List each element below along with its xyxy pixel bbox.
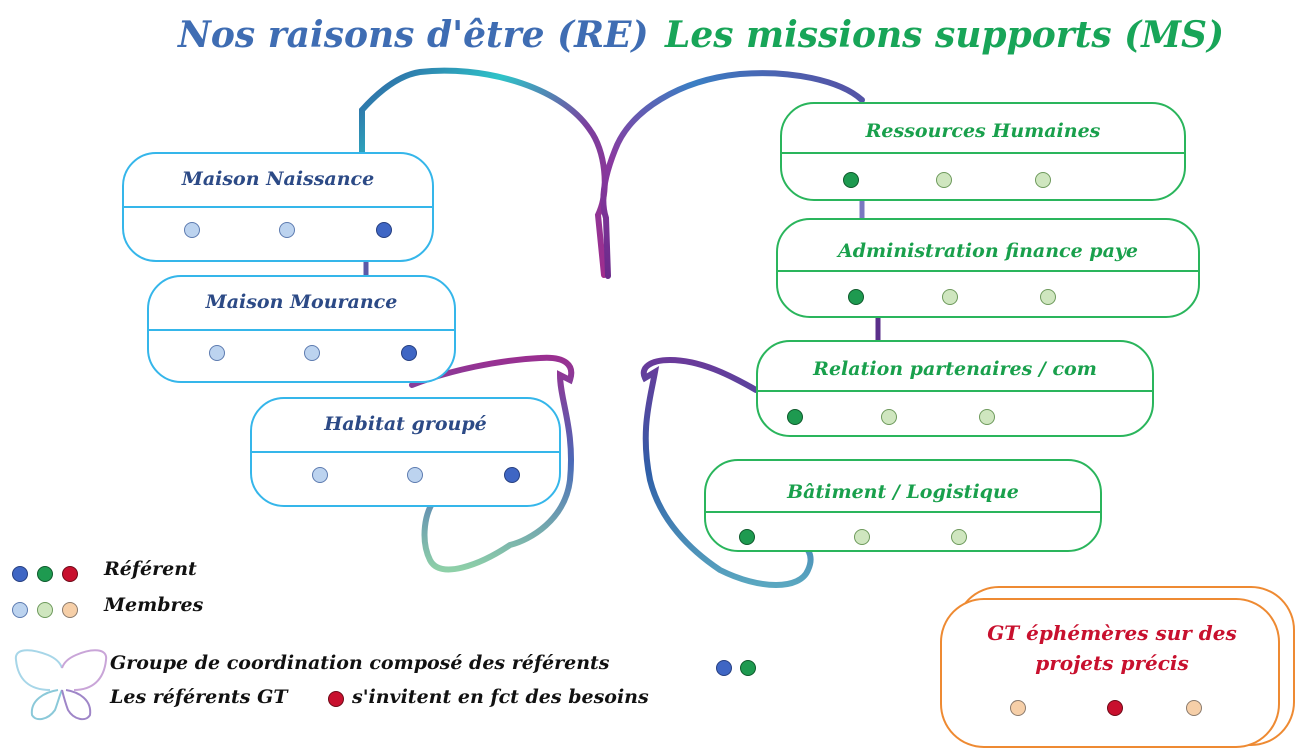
member-dot	[1035, 172, 1051, 188]
referent-dot	[401, 345, 417, 361]
referent-dot	[739, 529, 755, 545]
legend-referent-green-dot	[37, 566, 53, 582]
box-separator	[706, 511, 1100, 513]
box-label: Administration finance paye	[837, 240, 1139, 262]
legend-referent-red-dot	[62, 566, 78, 582]
box-relation-partenaires-com: Relation partenaires / com	[756, 340, 1154, 437]
box-separator	[782, 152, 1184, 154]
member-dot	[184, 222, 200, 238]
butterfly-wings-icon	[14, 67, 881, 721]
box-administration-finance-paye: Administration finance paye	[776, 218, 1200, 318]
member-dot	[854, 529, 870, 545]
box-maison-naissance: Maison Naissance	[122, 152, 434, 262]
referent-dot	[843, 172, 859, 188]
member-dot	[407, 467, 423, 483]
legend-gt-red-dot	[328, 691, 344, 707]
legend-coordination-green-dot	[740, 660, 756, 676]
legend-sinvitent-text: s'invitent en fct des besoins	[352, 686, 649, 708]
box-separator	[124, 206, 432, 208]
member-dot	[951, 529, 967, 545]
box-ressources-humaines: Ressources Humaines	[780, 102, 1186, 201]
legend-member-blue-dot	[12, 602, 28, 618]
member-dot	[1040, 289, 1056, 305]
member-dot	[312, 467, 328, 483]
gt-title-line2: projets précis	[1035, 651, 1189, 675]
box-label: Bâtiment / Logistique	[787, 481, 1019, 503]
legend-gt-referents-text: Les référents GT	[110, 686, 288, 708]
box-habitat-groupe: Habitat groupé	[250, 397, 561, 507]
member-dot	[942, 289, 958, 305]
box-batiment-logistique: Bâtiment / Logistique	[704, 459, 1102, 552]
member-dot	[279, 222, 295, 238]
member-dot	[1010, 700, 1026, 716]
legend-referent-blue-dot	[12, 566, 28, 582]
legend-coordination-text: Groupe de coordination composé des référ…	[110, 652, 610, 674]
referent-dot	[848, 289, 864, 305]
small-butterfly-icon	[14, 649, 108, 721]
legend-coordination-blue-dot	[716, 660, 732, 676]
legend-membres-label: Membres	[104, 594, 204, 616]
member-dot	[209, 345, 225, 361]
box-maison-mourance: Maison Mourance	[147, 275, 456, 383]
gt-box: GT éphémères sur des projets précis	[940, 598, 1280, 748]
box-separator	[758, 390, 1152, 392]
member-dot	[1186, 700, 1202, 716]
referent-dot	[787, 409, 803, 425]
member-dot	[881, 409, 897, 425]
legend-referent-label: Référent	[104, 558, 197, 580]
referent-dot	[376, 222, 392, 238]
member-dot	[304, 345, 320, 361]
box-separator	[252, 451, 559, 453]
referent-dot	[1107, 700, 1123, 716]
title-missions-supports: Les missions supports (MS)	[665, 14, 1225, 56]
box-label: Maison Mourance	[205, 291, 398, 313]
title-raisons-etre: Nos raisons d'être (RE)	[178, 14, 649, 56]
member-dot	[936, 172, 952, 188]
legend-member-orange-dot	[62, 602, 78, 618]
member-dot	[979, 409, 995, 425]
box-separator	[778, 270, 1198, 272]
referent-dot	[504, 467, 520, 483]
box-label: Ressources Humaines	[865, 120, 1101, 142]
box-label: Habitat groupé	[324, 413, 487, 435]
box-separator	[149, 329, 454, 331]
legend-member-green-dot	[37, 602, 53, 618]
box-label: Maison Naissance	[181, 168, 375, 190]
gt-title-line1: GT éphémères sur des	[987, 621, 1237, 645]
box-label: Relation partenaires / com	[813, 358, 1097, 380]
